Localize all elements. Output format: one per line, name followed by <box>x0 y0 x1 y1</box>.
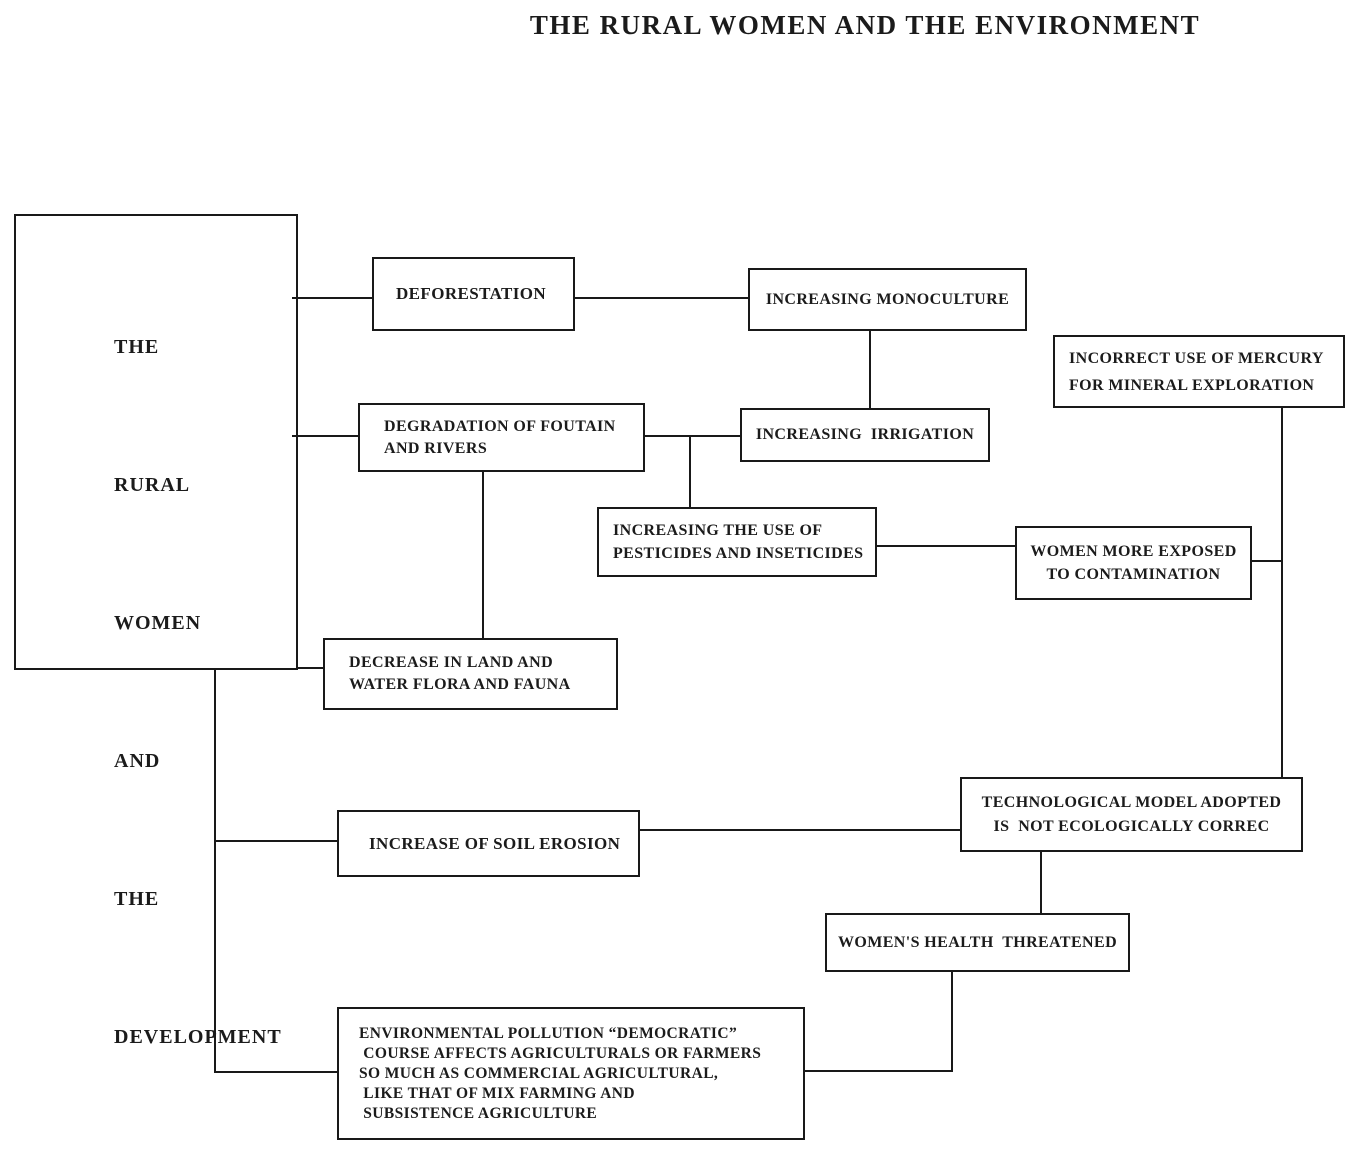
node-label: INCREASE OF SOIL EROSION <box>369 833 621 853</box>
node-label: INCREASING THE USE OF PESTICIDES AND INS… <box>613 522 864 562</box>
node-line: RURAL <box>114 474 191 496</box>
node-line: THE <box>114 336 160 358</box>
connector-pesticides-to-exposed <box>877 545 1015 547</box>
connector-technological-to-health <box>1040 852 1042 913</box>
connector-main-to-degradation <box>292 435 358 437</box>
node-label: WOMEN MORE EXPOSED TO CONTAMINATION <box>1030 543 1237 583</box>
connector-degradation-to-irrigation <box>645 435 740 437</box>
node-line: THE <box>114 888 160 910</box>
node-line: DEVELOPMENT <box>114 1026 282 1048</box>
connector-degradation-to-decrease <box>482 472 484 638</box>
connector-main-to-soil-erosion <box>214 840 337 842</box>
connector-exposed-to-mercury-line <box>1252 560 1283 562</box>
node-label: DEGRADATION OF FOUTAIN AND RIVERS <box>384 417 616 457</box>
connector-monoculture-to-irrigation <box>869 331 871 408</box>
node-line: AND <box>114 750 161 772</box>
node-deforestation: DEFORESTATION <box>372 257 575 331</box>
node-womens-health-threatened: WOMEN'S HEALTH THREATENED <box>825 913 1130 972</box>
node-label: DECREASE IN LAND AND WATER FLORA AND FAU… <box>349 654 571 693</box>
node-label: DEFORESTATION <box>396 284 547 303</box>
connector-health-to-environmental <box>805 1070 953 1072</box>
node-environmental-pollution: ENVIRONMENTAL POLLUTION “DEMOCRATIC” COU… <box>337 1007 805 1140</box>
node-label: ENVIRONMENTAL POLLUTION “DEMOCRATIC” COU… <box>359 1024 762 1122</box>
connector-main-to-decrease <box>296 667 323 669</box>
connector-deforestation-to-monoculture <box>575 297 748 299</box>
diagram-title: THE RURAL WOMEN AND THE ENVIRONMENT <box>529 10 1201 40</box>
node-rural-women-development: THE RURAL WOMEN AND THE DEVELOPMENT <box>14 214 298 1048</box>
node-incorrect-mercury-use: INCORRECT USE OF MERCURY FOR MINERAL EXP… <box>1053 335 1345 408</box>
connector-main-to-environmental <box>214 1071 339 1073</box>
node-label: INCORRECT USE OF MERCURY FOR MINERAL EXP… <box>1069 349 1324 394</box>
node-increasing-irrigation: INCREASING IRRIGATION <box>740 408 990 462</box>
node-label: TECHNOLOGICAL MODEL ADOPTED IS NOT ECOLO… <box>981 793 1282 835</box>
node-decrease-flora-fauna: DECREASE IN LAND AND WATER FLORA AND FAU… <box>323 638 618 710</box>
node-technological-model: TECHNOLOGICAL MODEL ADOPTED IS NOT ECOLO… <box>960 777 1303 852</box>
connector-health-vertical <box>951 972 953 1072</box>
node-degradation-fountain-rivers: DEGRADATION OF FOUTAIN AND RIVERS <box>358 403 645 472</box>
node-label: INCREASING IRRIGATION <box>755 426 975 443</box>
connector-soil-erosion-to-technological <box>640 829 960 831</box>
node-pesticides-inseticides: INCREASING THE USE OF PESTICIDES AND INS… <box>597 507 877 577</box>
node-label: WOMEN'S HEALTH THREATENED <box>837 933 1118 951</box>
connector-main-to-deforestation <box>292 297 374 299</box>
node-line: WOMEN <box>114 612 202 634</box>
connector-main-vertical <box>214 670 216 1073</box>
node-increasing-monoculture: INCREASING MONOCULTURE <box>748 268 1027 331</box>
connector-mercury-to-technological <box>1281 408 1283 777</box>
node-label: INCREASING MONOCULTURE <box>765 290 1010 308</box>
node-women-more-exposed: WOMEN MORE EXPOSED TO CONTAMINATION <box>1015 526 1252 600</box>
connector-branch-to-pesticides <box>689 435 691 507</box>
node-increase-soil-erosion: INCREASE OF SOIL EROSION <box>337 810 640 877</box>
node-label: THE RURAL WOMEN AND THE DEVELOPMENT <box>114 232 282 1151</box>
